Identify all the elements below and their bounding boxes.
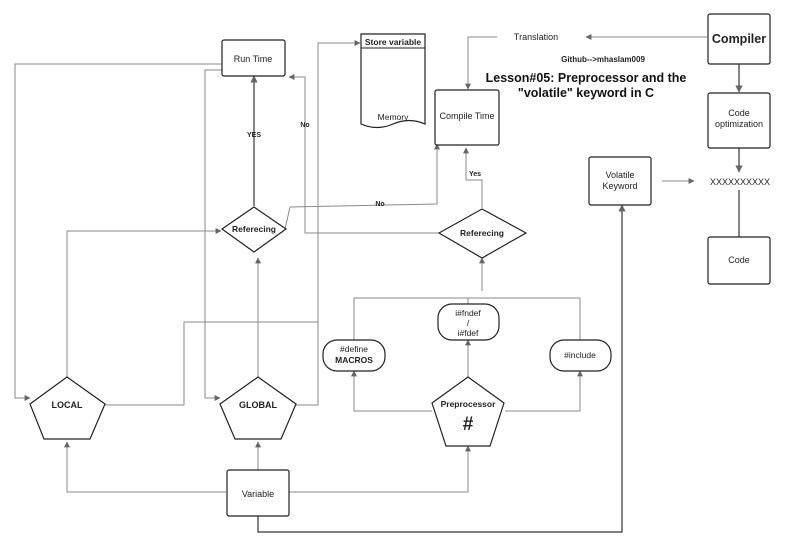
edge-var-local [64,441,226,493]
edge-runtime-local [14,63,222,401]
global-node: GLOBAL [219,376,297,440]
code-opt-line1: Code [728,108,750,118]
compiler-node: Compiler [707,13,771,65]
translation-label: Translation [514,32,558,42]
edge-global-store [296,322,319,406]
connectors [14,34,743,533]
run-time-label: Run Time [234,54,273,64]
no-mid-label: No [375,201,384,208]
volatile-line2: Keyword [602,181,637,191]
code-optimization-node: Code optimization [707,92,771,149]
memory-label: Memory [378,112,409,122]
define-line1: #define [340,344,368,354]
compile-time-label: Compile Time [439,111,494,121]
preprocessor-node: Preprocessor # [431,376,505,447]
hash-label: # [463,414,474,435]
referecing-right-diamond: Referecing [437,208,528,259]
edge-referecing-compiletime [463,147,483,208]
ifndef-node: i#fndef / i#fdef [437,303,500,341]
code-opt-line2: optimization [715,119,763,129]
edge-local-referecing [66,228,222,377]
edge-pre-include [505,370,583,412]
referecing-left-label: Referecing [232,224,276,234]
preprocessor-label: Preprocessor [441,399,496,409]
referecing-left-diamond: Referecing [220,206,288,253]
edge-var-pre [289,445,471,493]
edge-top-bus [353,297,581,342]
compiler-label: Compiler [712,32,766,46]
code-node: Code [707,236,771,285]
edge-var-volatile [257,204,626,533]
edge-translation-compiletime [465,36,497,90]
global-label: GLOBAL [239,400,277,410]
variable-label: Variable [242,489,274,499]
volatile-keyword-node: Volatile Keyword [588,156,652,206]
edge-pre-define [351,370,432,412]
referecing-right-label: Referecing [460,228,504,238]
ifndef-line3: i#fdef [458,328,479,338]
edge-referecing-runtime [288,74,440,234]
lesson-title-line1: Lesson#05: Preprocessor and the [486,71,687,85]
xxx-label: XXXXXXXXXX [710,177,770,187]
yes-upper-label: YES [247,132,261,139]
include-node: #include [549,339,612,372]
ifndef-line2: / [467,318,470,328]
no-left-label: No [300,122,309,129]
define-line2: MACROS [335,355,373,365]
lesson-title-line2: "volatile" keyword in C [518,86,654,100]
memory-node: Store variable Memory [360,33,426,129]
volatile-line1: Volatile [605,170,634,180]
yes-lower-label: Yes [469,171,481,178]
github-label: Github-->mhaslam009 [561,55,645,64]
edge-leftref-compiletime [284,143,440,230]
code-label: Code [728,255,750,265]
edge-runtime-global [204,69,222,401]
edge-local-store [105,40,361,406]
local-label: LOCAL [52,400,83,410]
local-node: LOCAL [29,376,106,440]
run-time-node: Run Time [221,39,286,77]
define-macros-node: #define MACROS [322,339,386,372]
compile-time-node: Compile Time [434,89,500,146]
ifndef-line1: i#fndef [455,308,481,318]
include-label: #include [564,350,596,360]
variable-node: Variable [226,469,290,517]
store-variable-label: Store variable [365,37,421,47]
